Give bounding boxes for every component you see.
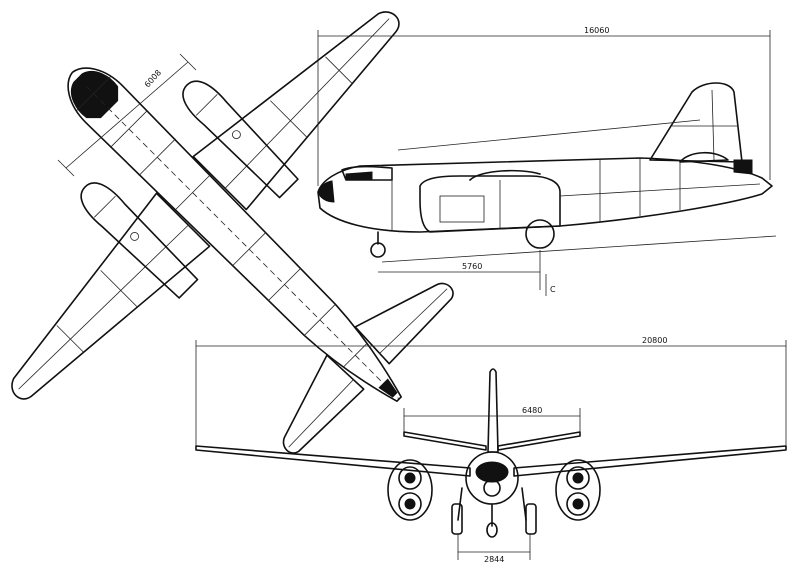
- front-tailplane: [403, 431, 487, 451]
- side-engine-nacelle: [419, 175, 561, 233]
- plan-engine-nacelle-left: [182, 80, 299, 199]
- dim-track: 2844: [484, 555, 504, 564]
- side-view: 16060 5760 C: [317, 26, 777, 296]
- dim-length: 16060: [584, 26, 609, 35]
- side-vertical-fin: [649, 82, 743, 163]
- plan-view: 6008: [11, 11, 454, 454]
- side-nose-wheel: [370, 242, 386, 258]
- front-engine-right: [555, 459, 601, 521]
- dim-wingspan: 20800: [642, 336, 667, 345]
- dim-tail-span: 6480: [522, 406, 542, 415]
- front-wing-left: [195, 445, 471, 477]
- front-main-wheel-left: [451, 503, 463, 535]
- front-vertical-fin: [487, 368, 499, 453]
- datum-mark: C: [550, 285, 556, 294]
- front-nose-wheel: [486, 522, 498, 538]
- front-engine-left: [387, 459, 433, 521]
- side-main-wheel: [525, 219, 555, 249]
- front-wing-right: [513, 445, 787, 477]
- side-nose-cone: [317, 180, 335, 203]
- plan-tailplane: [354, 282, 454, 365]
- plan-engine-nacelle-right: [80, 182, 199, 299]
- dim-wheelbase: 5760: [462, 262, 482, 271]
- plan-wing: [192, 11, 400, 211]
- front-main-wheel-right: [525, 503, 537, 535]
- front-view: 20800 6480 2844: [195, 336, 787, 564]
